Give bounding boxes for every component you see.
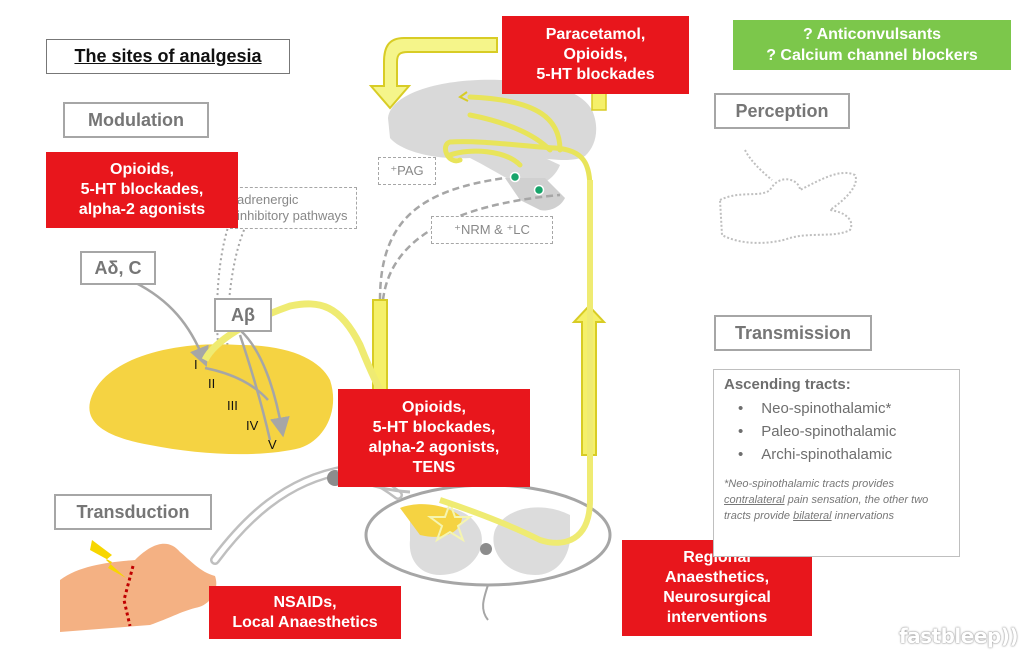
pag-label: ⁺PAG — [378, 157, 436, 185]
drug-box-brain: Paracetamol, Opioids, 5-HT blockades — [502, 16, 689, 94]
spinothalamic-path — [439, 180, 593, 546]
lamina-5: V — [268, 437, 277, 452]
fibre-a-delta-c: Aδ, C — [80, 251, 156, 285]
drug-spinal-3: alpha-2 agonists, — [368, 439, 500, 456]
note-suffix: innervations — [831, 510, 894, 522]
lamina-2: II — [208, 376, 216, 391]
drug-box-peripheral: NSAIDs, Local Anaesthetics — [209, 586, 401, 639]
drug-perception-2: ? Calcium channel blockers — [766, 47, 978, 64]
dorsal-horn — [89, 344, 334, 455]
note-middle: pain sensation, the other two tracts pro… — [724, 494, 929, 522]
drug-mod-2: 5-HT blockades, — [80, 181, 204, 198]
stage-transduction: Transduction — [54, 494, 212, 530]
lamina-3: III — [227, 398, 238, 413]
fastbleep-logo: fastbleep)) — [898, 624, 1019, 648]
note-bilateral: bilateral — [793, 510, 832, 522]
drug-peripheral-2: Local Anaesthetics — [232, 613, 378, 631]
pathways-line-2: inhibitory pathways — [237, 208, 348, 223]
drug-spinal-2: 5-HT blockades, — [372, 419, 496, 436]
drug-regional-4: interventions — [666, 609, 768, 626]
hand-illustration — [60, 540, 217, 632]
note-contralateral: contralateral — [724, 494, 785, 506]
tract-item: Paleo-spinothalamic — [738, 420, 949, 443]
drug-mod-3: alpha-2 agonists — [78, 201, 206, 218]
pag-nucleus — [509, 171, 521, 183]
note-prefix: *Neo-spinothalamic tracts provides — [724, 478, 894, 490]
drug-box-modulation: Opioids, 5-HT blockades, alpha-2 agonist… — [46, 152, 238, 228]
fibre-paths — [133, 280, 290, 441]
stage-transmission: Transmission — [714, 315, 872, 351]
drug-brain-1: Paracetamol, — [545, 26, 646, 43]
drug-box-spinal: Opioids, 5-HT blockades, alpha-2 agonist… — [338, 389, 530, 487]
drug-spinal-1: Opioids, — [402, 399, 466, 416]
tracts-heading: Ascending tracts: — [724, 376, 851, 393]
stage-perception: Perception — [714, 93, 850, 129]
drug-box-perception: ? Anticonvulsants ? Calcium channel bloc… — [733, 20, 1011, 70]
tract-item: Neo-spinothalamic* — [738, 397, 949, 420]
drug-regional-3: Neurosurgical — [663, 589, 771, 606]
nrm-lc-nucleus — [533, 184, 545, 196]
drug-peripheral-1: NSAIDs, — [273, 593, 337, 611]
tracts-list: Neo-spinothalamic* Paleo-spinothalamic A… — [724, 397, 949, 466]
perception-hand — [718, 149, 857, 244]
brain-pathway-lines — [443, 94, 593, 193]
drug-mod-1: Opioids, — [110, 161, 174, 178]
lamina-1: I — [194, 357, 198, 372]
ascending-tracts-panel: Ascending tracts: Neo-spinothalamic* Pal… — [713, 369, 960, 557]
tracts-note: *Neo-spinothalamic tracts provides contr… — [724, 476, 949, 524]
descending-arrow-top — [368, 37, 607, 111]
tract-item: Archi-spinothalamic — [738, 443, 949, 466]
drug-regional-2: Anaesthetics, — [664, 569, 770, 586]
inhibitory-pathways-label: adrenergic inhibitory pathways — [230, 187, 357, 229]
pathways-line-1: adrenergic — [237, 192, 299, 207]
fibre-a-beta: Aβ — [214, 298, 272, 332]
brain-arrowhead — [458, 91, 469, 102]
drug-brain-3: 5-HT blockades — [536, 66, 655, 83]
drug-spinal-4: TENS — [412, 459, 456, 476]
lamina-4: IV — [246, 418, 259, 433]
drug-brain-2: Opioids, — [563, 46, 628, 63]
a-beta-yellow-path — [201, 300, 384, 392]
nrm-lc-label: ⁺NRM & ⁺LC — [431, 216, 553, 244]
spinal-cord — [364, 483, 612, 621]
stage-modulation: Modulation — [63, 102, 209, 138]
page-title: The sites of analgesia — [46, 39, 290, 74]
drug-perception-1: ? Anticonvulsants — [802, 26, 942, 43]
